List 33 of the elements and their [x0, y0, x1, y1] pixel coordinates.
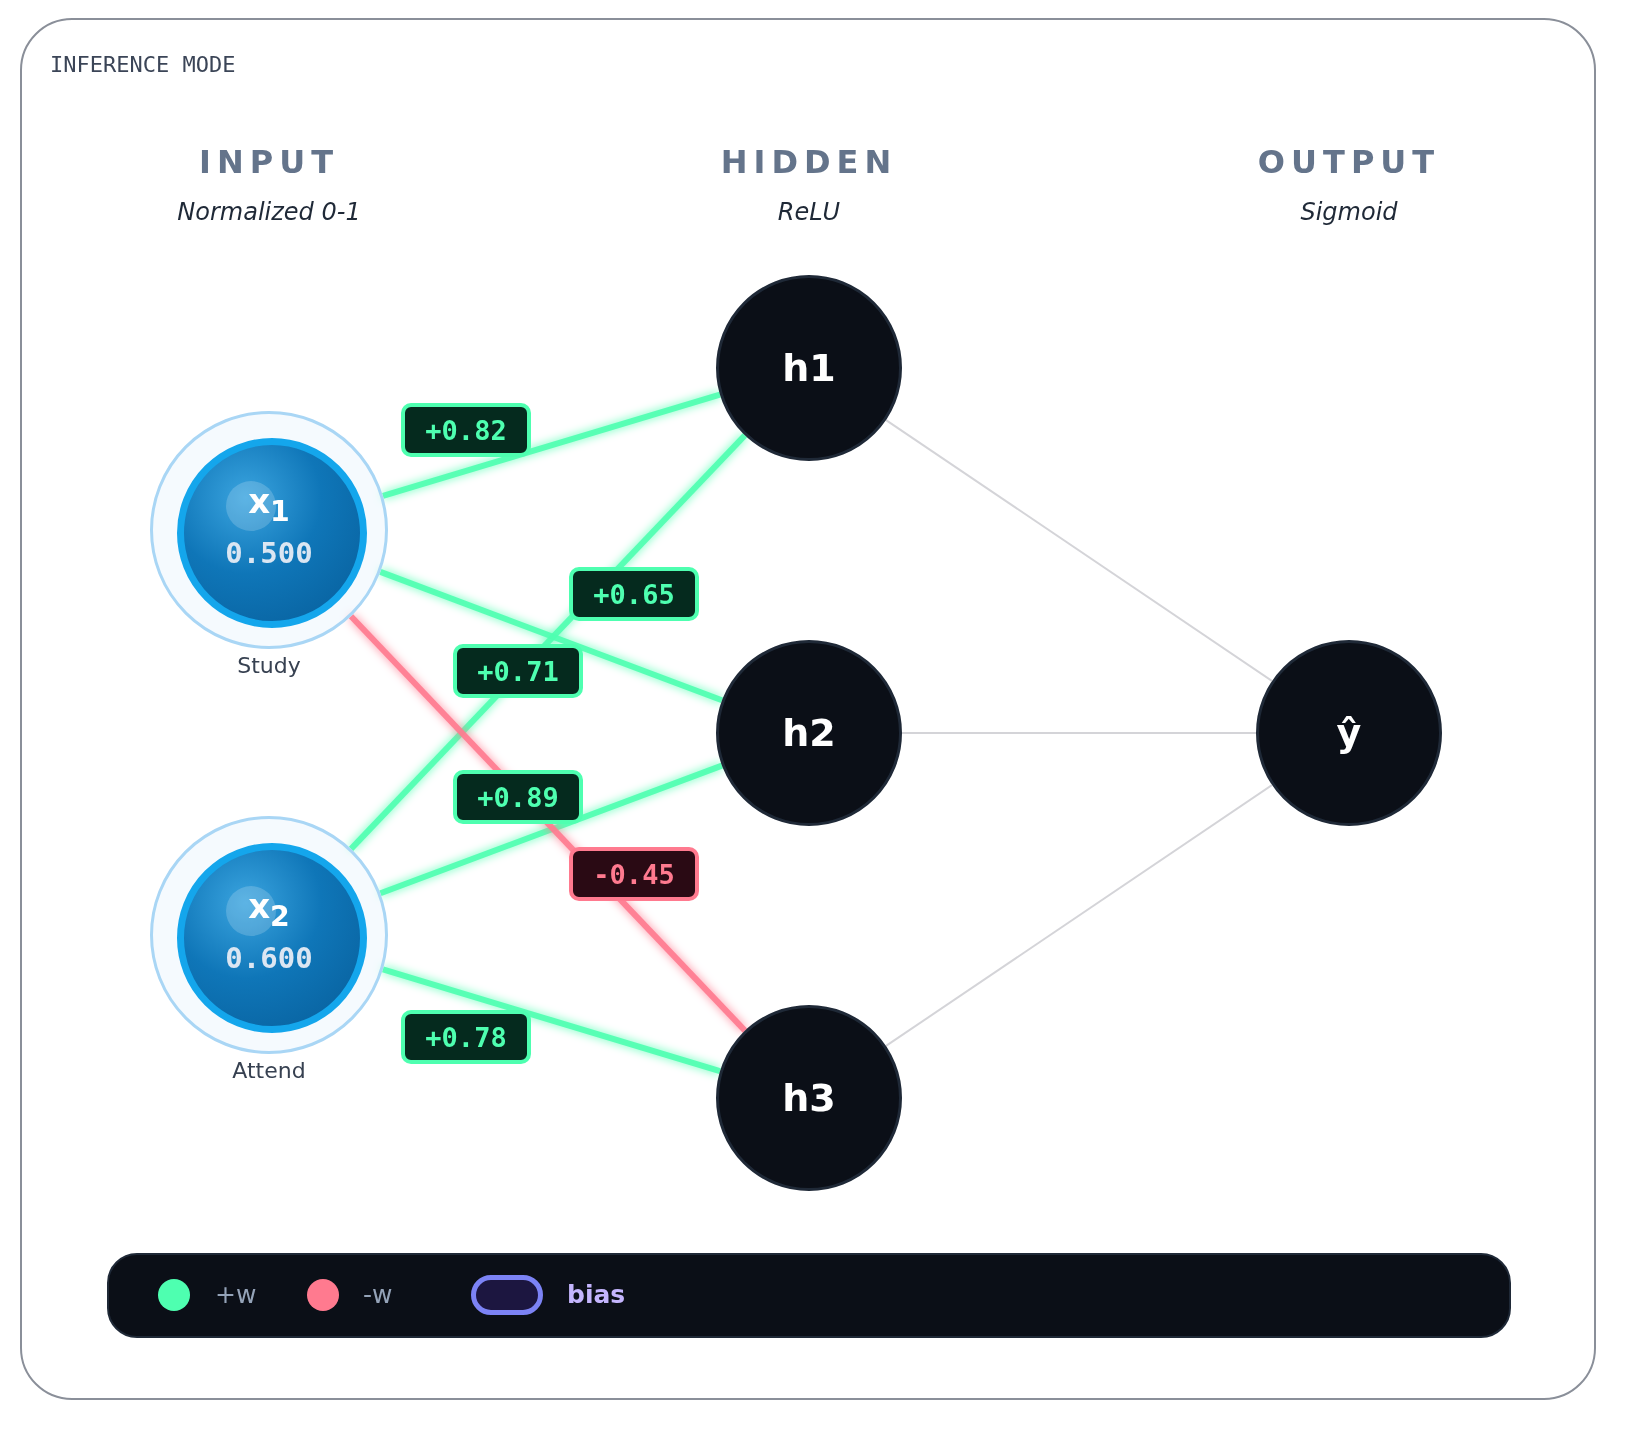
column-subtitle: Sigmoid	[1300, 198, 1398, 226]
connection-line	[885, 784, 1273, 1047]
input-value: 0.600	[225, 941, 313, 976]
input-value: 0.500	[225, 536, 313, 571]
column-heading: OUTPUT	[1257, 143, 1441, 181]
connection-line	[379, 569, 723, 704]
legend-label: bias	[567, 1280, 626, 1309]
neuron-label: h2	[782, 714, 836, 752]
weight-label: -0.45	[569, 847, 699, 901]
neuron-label: h1	[782, 349, 836, 387]
weight-label: +0.82	[401, 403, 531, 457]
weight-label: +0.78	[401, 1010, 531, 1064]
legend-label: -w	[363, 1280, 393, 1309]
connection-line	[382, 391, 721, 499]
neuron-label: h3	[782, 1079, 836, 1117]
column-heading: HIDDEN	[720, 143, 898, 181]
column-heading: INPUT	[199, 143, 339, 181]
neuron-label: x$_{2}$	[248, 888, 290, 932]
column-subtitle: Normalized 0-1	[177, 198, 361, 226]
weight-label: +0.65	[569, 567, 699, 621]
connection-line	[885, 419, 1273, 682]
neuron-label: ŷ	[1336, 714, 1362, 752]
neuron-label: x$_{1}$	[248, 483, 290, 527]
feature-name: Attend	[231, 1058, 307, 1083]
legend-label: +w	[215, 1280, 257, 1309]
weight-label: +0.89	[453, 770, 583, 824]
connection-line	[382, 966, 721, 1074]
connection-line	[901, 732, 1257, 734]
feature-name: Study	[236, 653, 302, 678]
connection-line	[379, 762, 723, 897]
column-subtitle: ReLU	[777, 198, 841, 226]
weight-label: +0.71	[453, 644, 583, 698]
mode-label: INFERENCE MODE	[50, 52, 236, 77]
